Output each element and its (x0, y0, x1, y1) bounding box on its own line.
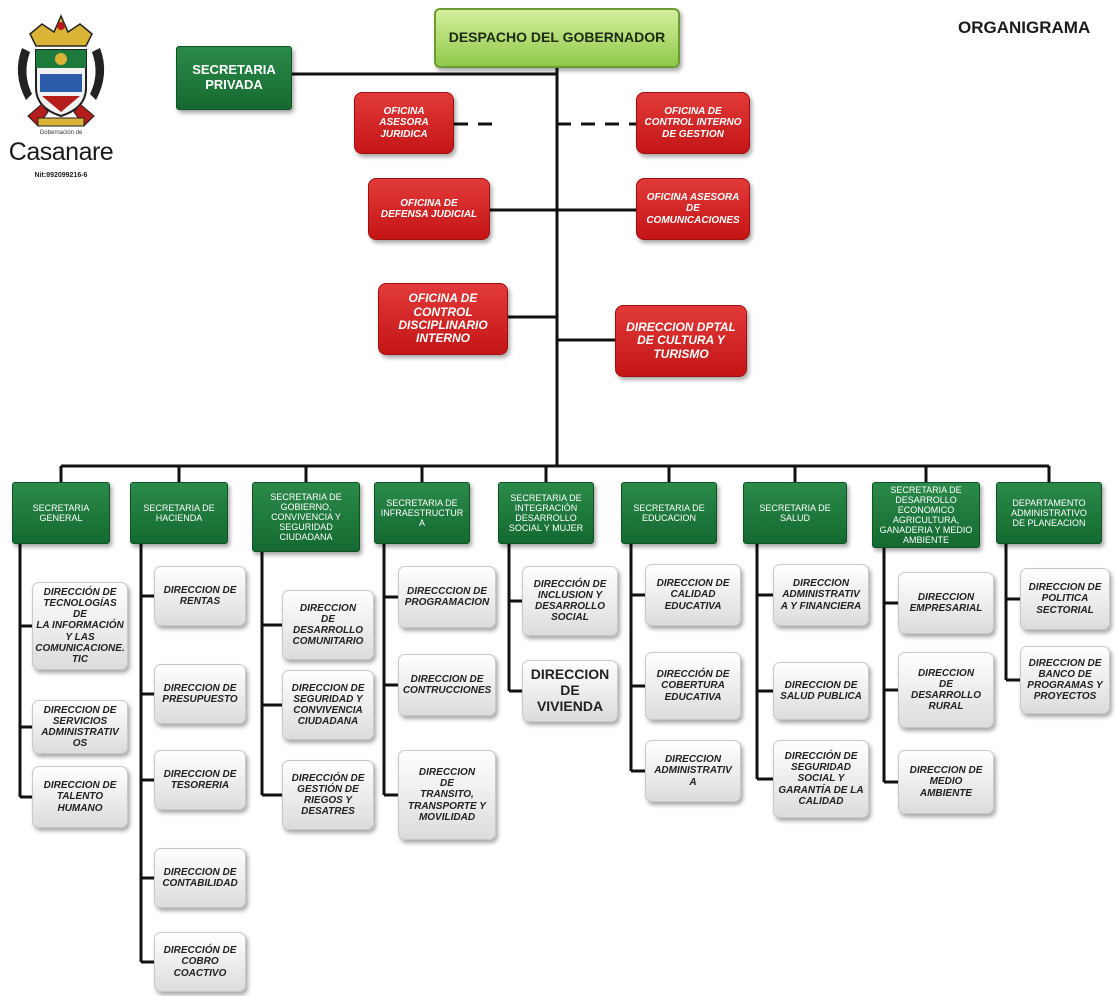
direccion-node[interactable]: DIRECCIÓN DE TECNOLOGÍAS DE LA INFORMACI… (32, 582, 128, 670)
direccion-node[interactable]: DIRECCION DE DESARROLLO RURAL (898, 652, 994, 728)
direccion-node[interactable]: DIRECCION DE MEDIO AMBIENTE (898, 750, 994, 814)
logo-nit: Nit:892099216-6 (34, 172, 88, 179)
secretaria-node[interactable]: SECRETARIA GENERAL (12, 482, 110, 544)
direccion-node[interactable]: DIRECCIÓN DE GESTIÓN DE RIEGOS Y DESATRE… (282, 760, 374, 830)
secretaria-node[interactable]: SECRETARIA DE INFRAESTRUCTUR A (374, 482, 470, 544)
direccion-node[interactable]: DIRECCIÓN DE COBERTURA EDUCATIVA (645, 652, 741, 720)
logo-prefix: Gobernación de (39, 130, 83, 136)
casanare-logo: Gobernación de Casanare Nit:892099216-6 (2, 4, 120, 194)
direccion-node[interactable]: DIRECCIÓN DE SEGURIDAD SOCIAL Y GARANTÍA… (773, 740, 869, 818)
page-title: ORGANIGRAMA (958, 18, 1091, 37)
direccion-node[interactable]: DIRECCIÓN DE COBRO COACTIVO (154, 932, 246, 992)
oficina-juridica-node[interactable]: OFICINA ASESORA JURIDICA (354, 92, 454, 154)
secretaria-node[interactable]: SECRETARIA DE DESARROLLO ECONOMICO AGRIC… (872, 482, 980, 548)
direccion-node[interactable]: DIRECCION ADMINISTRATIV A Y FINANCIERA (773, 564, 869, 626)
direccion-node[interactable]: DIRECCION EMPRESARIAL (898, 572, 994, 634)
secretaria-node[interactable]: DEPARTAMENTO ADMINISTRATIVO DE PLANEACIO… (996, 482, 1102, 544)
coat-of-arms-icon (17, 14, 105, 127)
direccion-cultura-node[interactable]: DIRECCION DPTAL DE CULTURA Y TURISMO (615, 305, 747, 377)
despacho-gobernador-node[interactable]: DESPACHO DEL GOBERNADOR (434, 8, 680, 68)
direccion-node[interactable]: DIRECCION DE VIVIENDA (522, 660, 618, 722)
direccion-node[interactable]: DIRECCION DE BANCO DE PROGRAMAS Y PROYEC… (1020, 646, 1110, 714)
direccion-node[interactable]: DIRECCION DE DESARROLLO COMUNITARIO (282, 590, 374, 660)
direccion-node[interactable]: DIRECCION DE TESORERIA (154, 750, 246, 810)
secretaria-node[interactable]: SECRETARIA DE GOBIERNO, CONVIVENCIA Y SE… (252, 482, 360, 552)
direccion-node[interactable]: DIRECCION DE RENTAS (154, 566, 246, 626)
oficina-disciplinario-node[interactable]: OFICINA DE CONTROL DISCIPLINARIO INTERNO (378, 283, 508, 355)
direccion-node[interactable]: DIRECCCION DE PROGRAMACION (398, 566, 496, 628)
oficina-defensa-judicial-node[interactable]: OFICINA DE DEFENSA JUDICIAL (368, 178, 490, 240)
direccion-node[interactable]: DIRECCION DE SEGURIDAD Y CONVIVENCIA CIU… (282, 670, 374, 740)
secretaria-node[interactable]: SECRETARIA DE HACIENDA (130, 482, 228, 544)
direccion-node[interactable]: DIRECCION DE POLITICA SECTORIAL (1020, 568, 1110, 630)
direccion-node[interactable]: DIRECCION DE SERVICIOS ADMINISTRATIV OS (32, 700, 128, 754)
child-connectors (18, 544, 1020, 964)
oficina-control-interno-node[interactable]: OFICINA DE CONTROL INTERNO DE GESTION (636, 92, 750, 154)
secretaria-node[interactable]: SECRETARIA DE EDUCACION (621, 482, 717, 544)
direccion-node[interactable]: DIRECCIÓN DE INCLUSION Y DESARROLLO SOCI… (522, 566, 618, 636)
logo-name: Casanare (8, 138, 114, 166)
secretaria-privada-node[interactable]: SECRETARIA PRIVADA (176, 46, 292, 110)
oficina-comunicaciones-node[interactable]: OFICINA ASESORA DE COMUNICACIONES (636, 178, 750, 240)
direccion-node[interactable]: DIRECCION ADMINISTRATIV A (645, 740, 741, 802)
direccion-node[interactable]: DIRECCION DE PRESUPUESTO (154, 664, 246, 724)
direccion-node[interactable]: DIRECCION DE CONTABILIDAD (154, 848, 246, 908)
secretaria-node[interactable]: SECRETARIA DE SALUD (743, 482, 847, 544)
top-connectors (59, 65, 1051, 482)
direccion-node[interactable]: DIRECCION DE TRANSITO, TRANSPORTE Y MOVI… (398, 750, 496, 840)
direccion-node[interactable]: DIRECCION DE CONTRUCCIONES (398, 654, 496, 716)
direccion-node[interactable]: DIRECCION DE CALIDAD EDUCATIVA (645, 564, 741, 626)
secretaria-node[interactable]: SECRETARIA DE INTEGRACIÓN DESARROLLO SOC… (498, 482, 594, 544)
direccion-node[interactable]: DIRECCION DE TALENTO HUMANO (32, 766, 128, 828)
direccion-node[interactable]: DIRECCION DE SALUD PUBLICA (773, 662, 869, 720)
